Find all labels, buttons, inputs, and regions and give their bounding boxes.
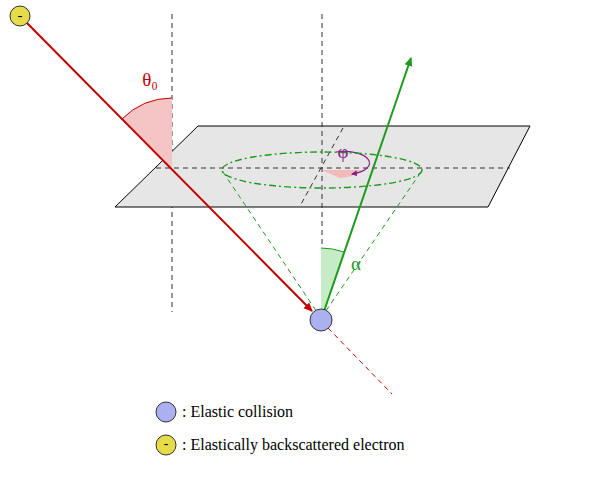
- incident-trajectory: [26, 22, 312, 311]
- charge-sign: -: [18, 8, 23, 23]
- legend-swatch: [154, 400, 178, 424]
- collision-point: [310, 309, 332, 331]
- angle-wedge: [122, 98, 172, 169]
- emission-cone-rim: [222, 152, 422, 188]
- legend-text: : Elastically backscattered electron: [182, 437, 405, 453]
- angle-arc: [321, 248, 344, 252]
- angle-label: φ: [338, 142, 349, 161]
- legend-swatch: [156, 402, 176, 422]
- cone-edge: [321, 172, 421, 318]
- angle-arc: [122, 98, 172, 119]
- azimuth-wedge: [322, 170, 362, 178]
- plane-axis: [156, 168, 510, 169]
- electron: [10, 6, 30, 26]
- legend-text: : Elastic collision: [182, 404, 293, 420]
- continued-path: [328, 328, 392, 394]
- backscattered-trajectory: [321, 58, 411, 320]
- charge-sign: -: [164, 437, 169, 451]
- legend-swatch: [156, 435, 176, 455]
- plane-axis: [300, 128, 343, 206]
- cone-edge: [223, 172, 321, 318]
- angle-label: θ₀: [142, 70, 158, 89]
- angle-label: α: [351, 254, 361, 273]
